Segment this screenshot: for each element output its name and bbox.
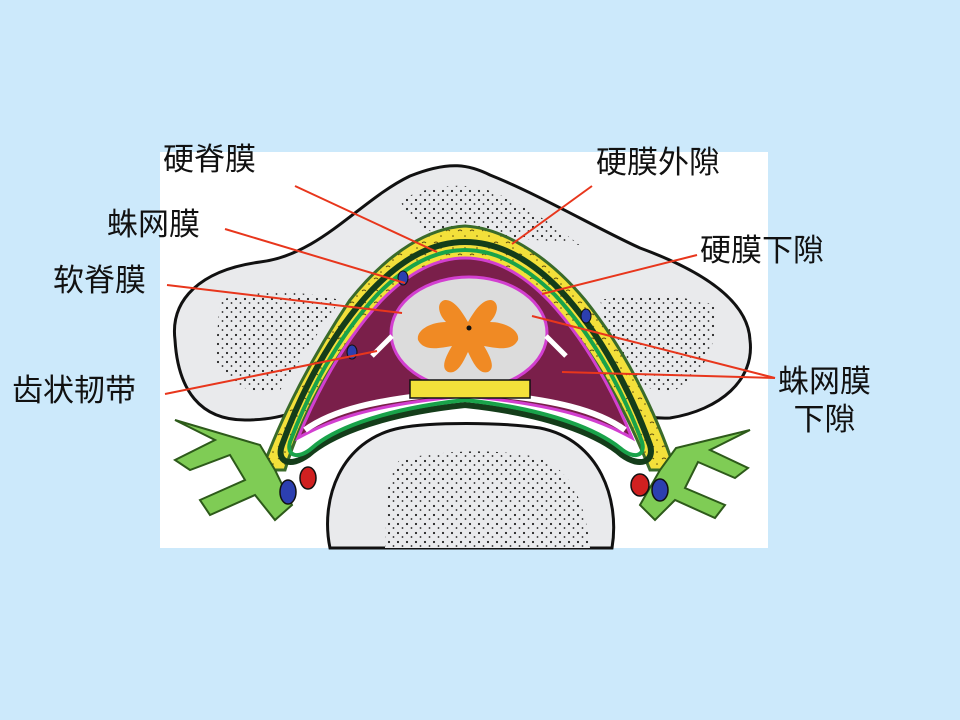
leader-line-subarachnoid-a <box>531 315 776 379</box>
arachnoid-layer <box>287 247 645 458</box>
leader-line-denticulate <box>164 350 378 395</box>
spinal-nerve-left <box>173 419 294 522</box>
label-dura-mater: 硬脊膜 <box>163 142 256 178</box>
leader-line-subarachnoid-b <box>561 371 776 379</box>
vessels <box>279 270 669 505</box>
label-subarachnoid-line1: 蛛网膜 <box>778 364 871 400</box>
vertebral-body-cancellous <box>385 451 590 548</box>
label-pia-mater: 软脊膜 <box>53 263 146 299</box>
grey-matter <box>417 300 519 373</box>
label-subarachnoid-space: 蛛网膜 下隙 <box>778 364 871 440</box>
ventral-roots <box>409 379 531 399</box>
denticulate-ligament-left <box>370 334 394 358</box>
spinal-nerve-right <box>638 429 751 522</box>
dura-mater-layer <box>277 238 654 466</box>
label-subdural-space: 硬膜下隙 <box>700 233 824 269</box>
denticulate-ligament-right <box>544 334 568 358</box>
arch-cancellous-bone <box>215 292 340 392</box>
label-denticulate-ligament: 齿状韧带 <box>12 373 136 409</box>
leader-line-dura <box>294 185 438 253</box>
leader-line-pia <box>166 284 403 314</box>
leader-line-arachnoid <box>224 228 406 284</box>
label-epidural-space: 硬膜外隙 <box>596 145 720 181</box>
label-arachnoid: 蛛网膜 <box>107 207 200 243</box>
leader-lines <box>164 185 776 395</box>
leader-line-epidural <box>511 185 593 245</box>
label-subarachnoid-line2: 下隙 <box>793 401 856 438</box>
central-canal <box>466 325 472 331</box>
leader-line-subdural <box>541 254 698 295</box>
